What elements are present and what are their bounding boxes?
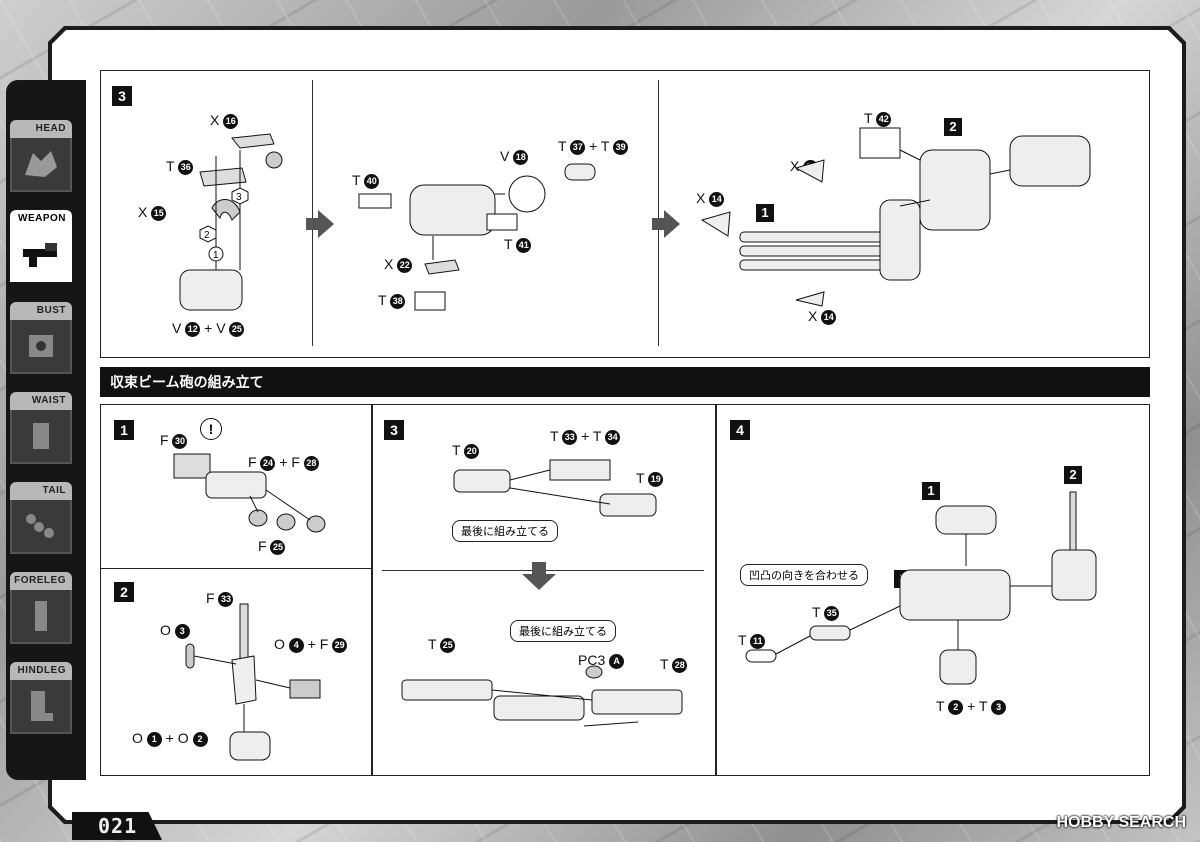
section-title-bar: 収束ビーム砲の組み立て [100, 367, 1150, 397]
part-label: T 11 [738, 632, 766, 649]
gatling-illustration [700, 127, 1091, 307]
part-label: T 40 [352, 172, 380, 189]
part-label: T 25 [428, 636, 456, 653]
part-label: F 33 [206, 590, 234, 607]
foreleg-thumbnail-icon [10, 590, 72, 644]
part-label: O 4 + F 29 [274, 636, 348, 653]
part-label: T 42 [864, 110, 892, 127]
svg-text:3: 3 [236, 192, 242, 203]
part-label: T 19 [636, 470, 664, 487]
step-number-1: 1 [114, 420, 134, 440]
subassembly-2-marker: 2 [944, 118, 962, 136]
subassembly-2-marker: 2 [1064, 466, 1082, 484]
part-illustration [745, 491, 1097, 685]
assembly-note: 最後に組み立てる [452, 520, 558, 542]
part-label: V 12 + V 25 [172, 320, 245, 337]
part-label: O 3 [160, 622, 190, 639]
weapon-thumbnail-icon [10, 228, 72, 282]
part-label: T 41 [504, 236, 532, 253]
arrow-right-icon [306, 210, 334, 238]
part-label: T 28 [660, 656, 688, 673]
part-label: T 2 + T 3 [936, 698, 1007, 715]
part-label: T 38 [378, 292, 406, 309]
part-label: X 22 [384, 256, 413, 273]
step-number-2: 2 [114, 582, 134, 602]
part-label: F 25 [258, 538, 286, 555]
part-label: PC3 A [578, 652, 625, 669]
hindleg-thumbnail-icon [10, 680, 72, 734]
part-label: T 20 [452, 442, 480, 459]
waist-thumbnail-icon [10, 410, 72, 464]
bust-thumbnail-icon [10, 320, 72, 374]
tab-waist-label: WAIST [10, 392, 72, 410]
part-illustration: 2 3 1 [179, 133, 283, 311]
part-label: T 37 + T 39 [558, 138, 629, 155]
part-illustration [358, 163, 596, 311]
part-illustration [401, 665, 683, 727]
part-label: T 35 [812, 604, 840, 621]
divider [658, 80, 659, 346]
tab-hindleg[interactable]: HINDLEG [10, 662, 72, 734]
head-thumbnail-icon [10, 138, 72, 192]
part-label: O 1 + O 2 [132, 730, 208, 747]
part-label: X 15 [138, 204, 167, 221]
part-label: V 18 [500, 148, 529, 165]
step-number-4: 4 [730, 420, 750, 440]
part-label: T 36 [166, 158, 194, 175]
page-number: 021 [72, 812, 162, 840]
tab-bust[interactable]: BUST [10, 302, 72, 374]
part-label: X 14 [808, 308, 837, 325]
svg-text:2: 2 [204, 230, 210, 241]
part-illustration [173, 453, 326, 533]
tab-head-label: HEAD [10, 120, 72, 138]
tab-waist[interactable]: WAIST [10, 392, 72, 464]
caution-icon: ! [200, 418, 222, 440]
subassembly-1-marker: 1 [922, 482, 940, 500]
tab-hindleg-label: HINDLEG [10, 662, 72, 680]
tab-foreleg[interactable]: FORELEG [10, 572, 72, 644]
alignment-note: 凹凸の向きを合わせる [740, 564, 868, 586]
tab-tail-label: TAIL [10, 482, 72, 500]
part-label: F 24 + F 28 [248, 454, 319, 471]
tab-bust-label: BUST [10, 302, 72, 320]
tab-head[interactable]: HEAD [10, 120, 72, 192]
tab-foreleg-label: FORELEG [10, 572, 72, 590]
subassembly-1-marker: 1 [756, 204, 774, 222]
arrow-down-icon [522, 562, 556, 590]
assembly-note: 最後に組み立てる [510, 620, 616, 642]
part-illustration [185, 603, 321, 761]
tab-weapon[interactable]: WEAPON [10, 210, 72, 282]
part-label: F 30 [160, 432, 188, 449]
divider [312, 80, 313, 346]
step-number-3: 3 [112, 86, 132, 106]
part-illustration [453, 459, 657, 517]
part-label: X 14 [696, 190, 725, 207]
step-number-3-lower: 3 [384, 420, 404, 440]
tab-tail[interactable]: TAIL [10, 482, 72, 554]
section-title: 収束ビーム砲の組み立て [110, 374, 264, 390]
arrow-right-icon [652, 210, 680, 238]
tail-thumbnail-icon [10, 500, 72, 554]
part-label: X 16 [210, 112, 239, 129]
watermark: HOBBY SEARCH [1056, 814, 1187, 831]
part-label: T 33 + T 34 [550, 428, 621, 445]
svg-text:1: 1 [213, 250, 219, 261]
tab-weapon-label: WEAPON [10, 210, 72, 228]
